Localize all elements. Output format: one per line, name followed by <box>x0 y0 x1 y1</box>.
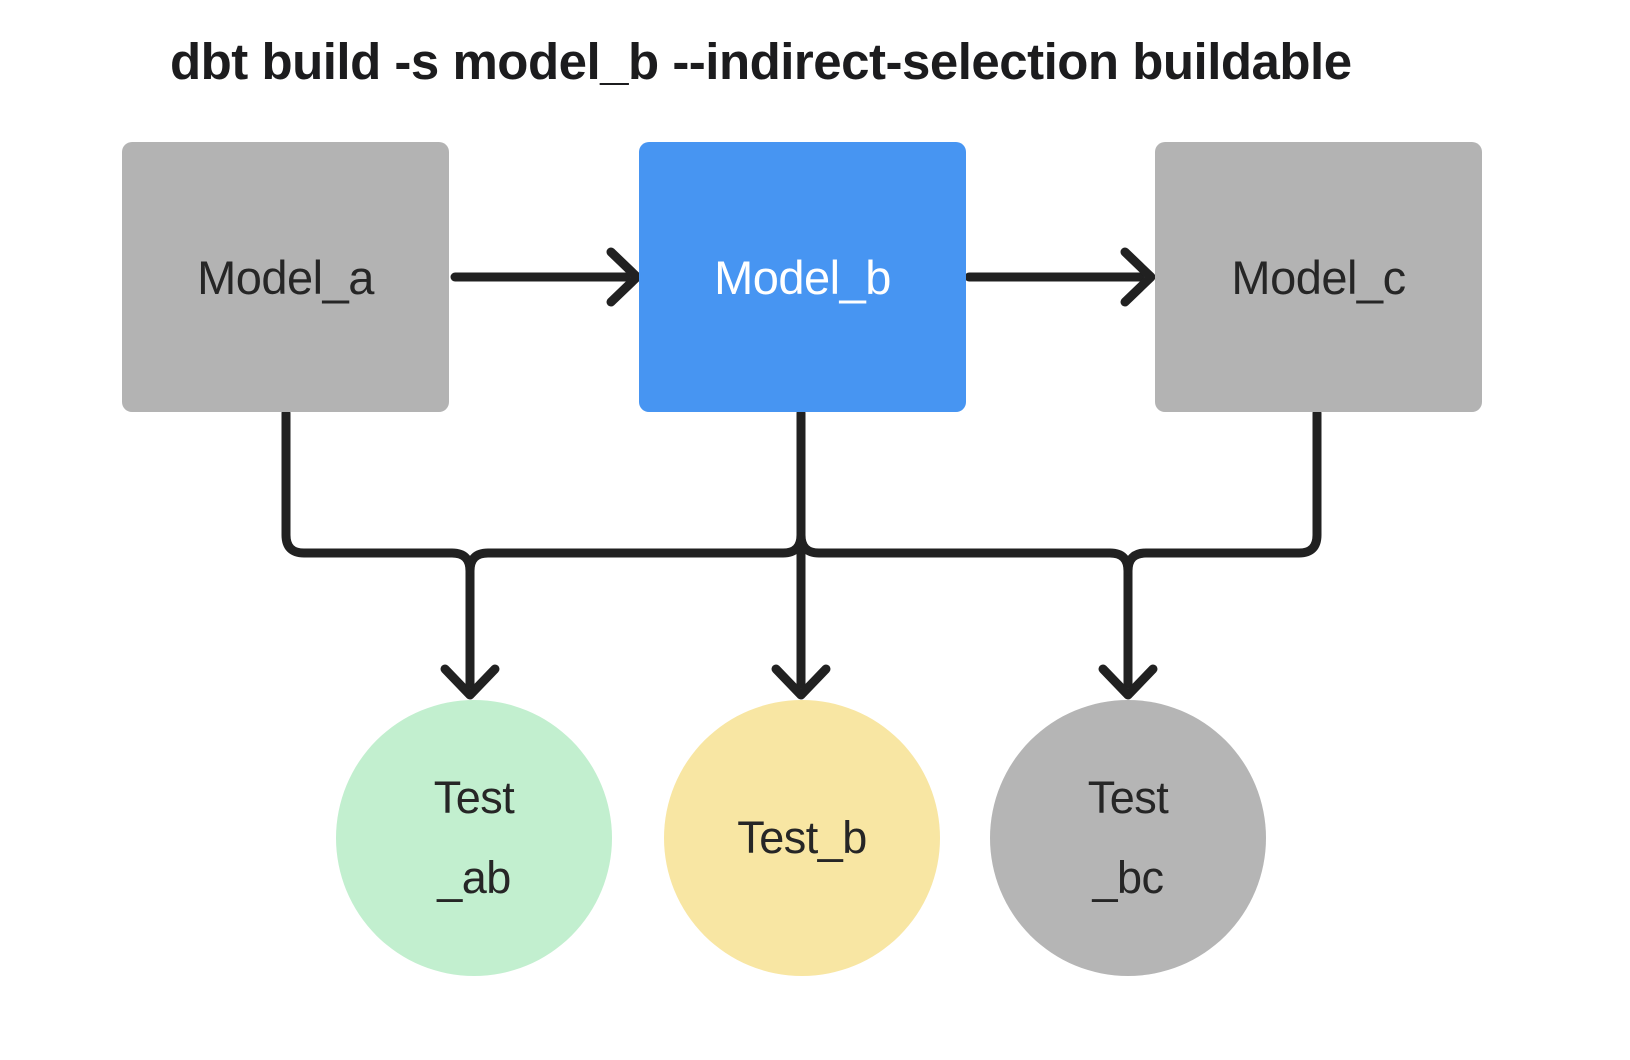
arrowhead-down-test-ab-icon <box>440 664 500 700</box>
node-test-b-label-line1: Test_b <box>737 811 867 863</box>
node-test-b: Test_b <box>664 700 940 976</box>
edge-bus-test-ab-to-model-b <box>465 530 806 576</box>
node-test-bc-label-line1: Test <box>1087 771 1169 823</box>
node-model-a: Model_a <box>122 142 449 412</box>
node-model-b-label: Model_b <box>714 250 891 304</box>
edge-model-a-to-test-ab <box>281 408 475 689</box>
edge-bus-model-b-to-test-bc <box>796 530 1133 689</box>
node-test-ab-label-line1: Test <box>433 771 515 823</box>
node-model-c: Model_c <box>1155 142 1482 412</box>
node-model-a-label: Model_a <box>197 250 374 304</box>
edge-model-c-to-test-bc <box>1123 408 1322 576</box>
arrowhead-down-test-b-icon <box>771 664 831 700</box>
node-test-ab: Test _ab <box>336 700 612 976</box>
arrowhead-right-model-b-icon <box>606 247 642 307</box>
arrowhead-down-test-bc-icon <box>1098 664 1158 700</box>
node-model-c-label: Model_c <box>1231 250 1406 304</box>
node-test-bc-label-line2: _bc <box>1092 852 1164 903</box>
node-test-bc: Test _bc <box>990 700 1266 976</box>
node-model-b: Model_b <box>639 142 966 412</box>
node-test-ab-label-line2: _ab <box>437 852 511 903</box>
diagram-title: dbt build -s model_b --indirect-selectio… <box>170 33 1352 90</box>
arrowhead-right-model-c-icon <box>1120 247 1156 307</box>
